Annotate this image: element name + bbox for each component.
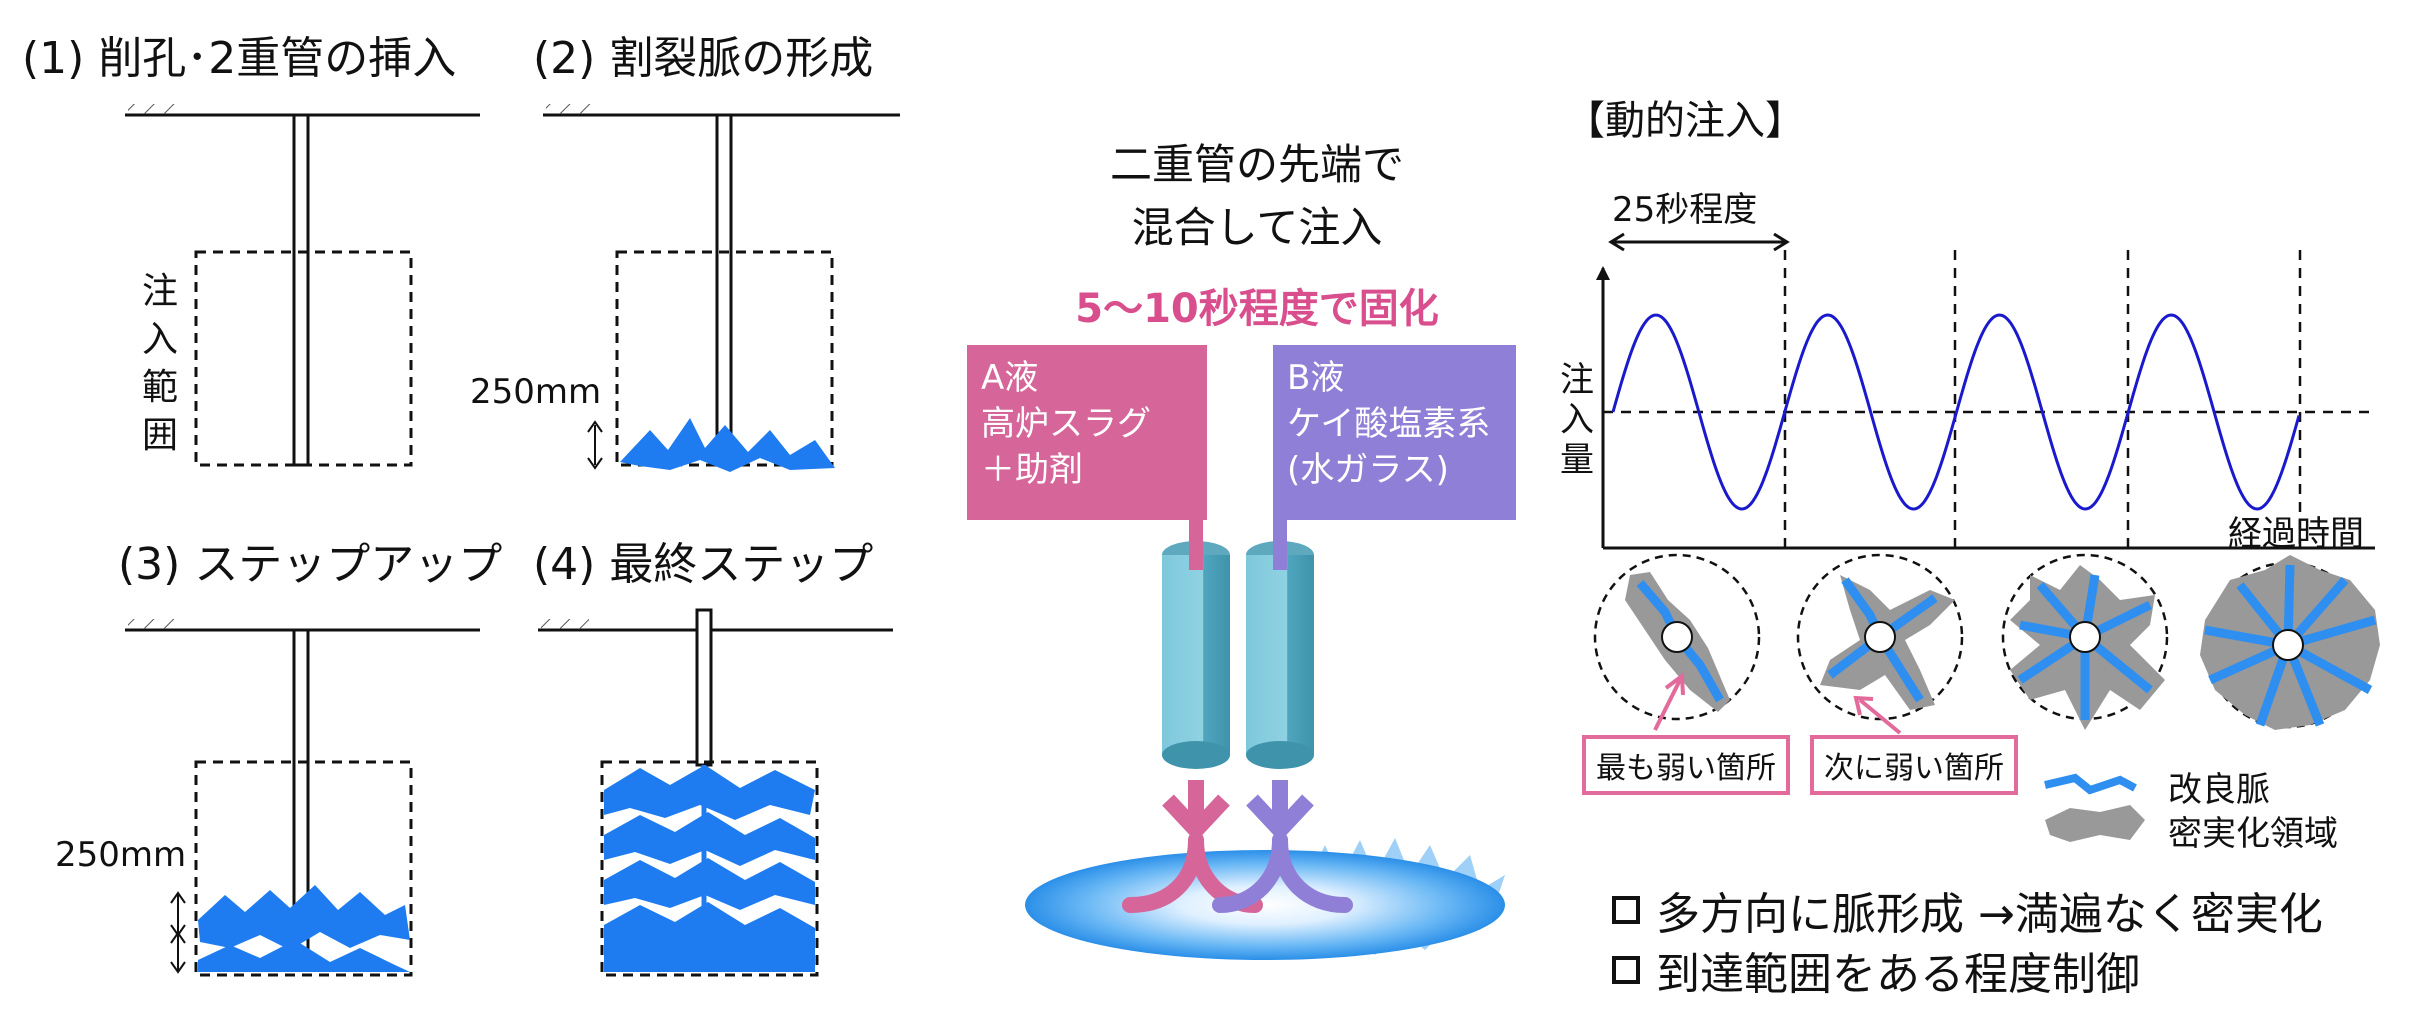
step2-diagram — [543, 104, 900, 472]
step4-diagram — [538, 608, 893, 977]
dynamic-injection-title: 【動的注入】 — [1565, 98, 1805, 144]
legend-densified-label: 密実化領域 — [2168, 814, 2338, 854]
wave-chart — [1596, 232, 2375, 550]
solidify-time-text: 5～10秒程度で固化 — [1075, 286, 1439, 332]
pipe-a — [1162, 555, 1230, 755]
vein-shape — [620, 418, 835, 472]
pipe-b — [1246, 555, 1314, 755]
liquid-b-name: B液 — [1287, 358, 1345, 398]
bullet-2: 到達範囲をある程度制御 — [1612, 938, 2140, 1002]
step1-title: (1) 削孔･2重管の挿入 — [22, 33, 457, 84]
checkbox-square-icon — [1612, 896, 1640, 924]
legend-vein-label: 改良脈 — [2168, 770, 2270, 810]
liquid-a-box: A液 高炉スラグ ＋助剤 — [967, 345, 1207, 520]
mixing-text-line2: 混合して注入 — [1131, 203, 1383, 252]
bullet-2-text: 到達範囲をある程度制御 — [1656, 949, 2140, 1000]
injection-range-label: 注 入 範 囲 — [140, 268, 180, 460]
arrow-down-icon — [1162, 794, 1230, 838]
next-weakest-callout: 次に弱い箇所 — [1810, 735, 2018, 795]
mixing-text-line1: 二重管の先端で — [1109, 140, 1404, 189]
range-char: 注 — [141, 271, 178, 312]
checkbox-square-icon — [1612, 956, 1640, 984]
burst-shape — [1025, 850, 1505, 960]
weakest-point-callout: 最も弱い箇所 — [1582, 735, 1790, 795]
bullet-1: 多方向に脈形成 →満遍なく密実化 — [1612, 878, 2323, 942]
liquid-b-line1: ケイ酸塩素系 — [1287, 404, 1491, 444]
range-char: 範 — [141, 367, 178, 408]
liquid-a-line1: 高炉スラグ — [981, 404, 1151, 444]
liquid-b-box: B液 ケイ酸塩素系 (水ガラス) — [1273, 345, 1516, 520]
step4-title: (4) 最終ステップ — [533, 539, 874, 590]
mixing-diagram — [1025, 520, 1505, 960]
injection-wave — [1611, 313, 2301, 511]
liquid-a-name: A液 — [981, 358, 1039, 398]
y-axis-label: 注 入 量 — [1557, 360, 1597, 480]
injection-range-box — [194, 250, 413, 467]
step3-title: (3) ステップアップ — [118, 539, 503, 590]
densified-legend-swatch — [2045, 805, 2145, 842]
liquid-b-line2: (水ガラス) — [1287, 450, 1449, 490]
ground-hatch-icon — [128, 619, 176, 629]
vein-stack — [604, 765, 815, 972]
ground-hatch-icon — [128, 104, 176, 114]
vein-circles — [1593, 553, 2380, 730]
ground-hatch-icon — [546, 104, 594, 114]
ylabel-char: 入 — [1560, 400, 1594, 440]
x-axis-label: 経過時間 — [2228, 514, 2364, 554]
vein-legend-swatch — [2044, 773, 2137, 795]
double-pipe — [292, 113, 310, 467]
period-label: 25秒程度 — [1612, 190, 1758, 230]
liquid-a-line2: ＋助剤 — [981, 450, 1083, 490]
step1-diagram — [125, 104, 480, 467]
vein-shape — [198, 940, 410, 972]
range-char: 入 — [141, 319, 178, 360]
step2-title: (2) 割裂脈の形成 — [533, 33, 874, 84]
step2-dimension: 250mm — [470, 372, 602, 412]
step3-dimension: 250mm — [55, 835, 187, 875]
ylabel-char: 量 — [1560, 440, 1594, 480]
arrow-down-icon — [1246, 794, 1314, 838]
range-char: 囲 — [141, 415, 178, 456]
bullet-1-text: 多方向に脈形成 →満遍なく密実化 — [1656, 889, 2323, 940]
ylabel-char: 注 — [1560, 360, 1594, 400]
vein-shape — [198, 885, 410, 950]
step3-diagram — [125, 619, 480, 977]
ground-hatch-icon — [541, 619, 589, 629]
